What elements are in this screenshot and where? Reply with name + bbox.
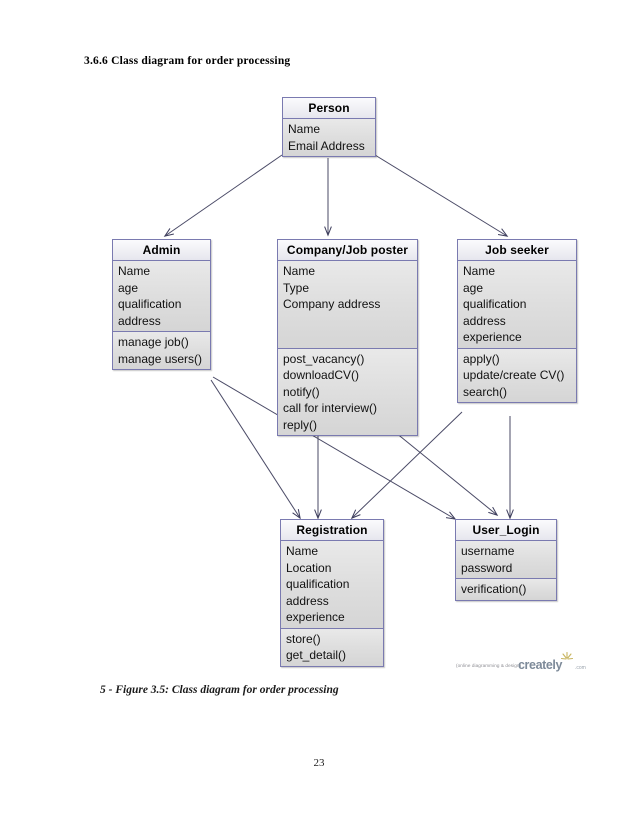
attribute-item: Name	[283, 264, 316, 278]
class-name-user-login: User_Login	[456, 520, 556, 541]
attribute-item: Company address	[283, 297, 381, 311]
attribute-item: qualification	[118, 297, 182, 311]
class-box-user-login[interactable]: User_Login username password verificatio…	[455, 519, 557, 601]
attributes-compartment-job-seeker: Name age qualification address experienc…	[458, 261, 576, 348]
attributes-compartment-registration: Name Location qualification address expe…	[281, 541, 383, 628]
attribute-item: age	[118, 280, 139, 295]
method-item: get_detail()	[286, 648, 347, 662]
method-item: downloadCV()	[283, 368, 360, 382]
attribute-item: qualification	[463, 297, 527, 311]
method-item: reply()	[283, 417, 318, 432]
attribute-item: Location	[286, 560, 332, 575]
compartment-spacer	[283, 313, 417, 330]
method-item: manage users()	[118, 351, 203, 366]
watermark-brand: creately	[518, 658, 563, 672]
attribute-item: Name	[463, 264, 496, 278]
method-item: verification()	[461, 582, 527, 596]
class-name-company-job-poster: Company/Job poster	[278, 240, 417, 261]
class-box-person[interactable]: Person Name Email Address	[282, 97, 376, 157]
attribute-item: experience	[286, 610, 345, 624]
class-box-registration[interactable]: Registration Name Location qualification…	[280, 519, 384, 667]
edge-person-admin	[163, 154, 283, 237]
attribute-item: address	[286, 593, 329, 608]
method-item: call for interview()	[283, 401, 378, 415]
class-name-admin: Admin	[113, 240, 210, 261]
attribute-item: Name	[288, 122, 321, 136]
sparkle-icon	[560, 652, 574, 660]
methods-compartment-admin: manage job() manage users()	[113, 331, 210, 369]
attributes-compartment-person: Name Email Address	[283, 119, 375, 156]
attribute-item: Name	[118, 264, 151, 278]
attribute-item: address	[118, 313, 161, 328]
attribute-item: password	[461, 560, 513, 575]
creately-watermark: (online diagramming & design) creately .…	[456, 652, 591, 682]
class-box-company-job-poster[interactable]: Company/Job poster Name Type Company add…	[277, 239, 418, 436]
section-heading: 3.6.6 Class diagram for order processing	[84, 55, 291, 67]
edge-person-jobseeker	[374, 154, 509, 237]
attribute-item: Type	[283, 280, 310, 295]
attribute-item: Name	[286, 544, 319, 558]
attribute-item: age	[463, 280, 484, 295]
method-item: store()	[286, 631, 321, 646]
attribute-item: username	[461, 544, 515, 558]
compartment-spacer	[283, 329, 417, 346]
attribute-item: Email Address	[288, 138, 365, 153]
attribute-item: address	[463, 313, 506, 328]
methods-compartment-job-seeker: apply() update/create CV() search()	[458, 347, 576, 402]
watermark-tagline: (online diagramming & design)	[456, 663, 522, 668]
class-name-job-seeker: Job seeker	[458, 240, 576, 261]
method-item: post_vacancy()	[283, 351, 365, 366]
class-name-person: Person	[283, 98, 375, 119]
attribute-item: qualification	[286, 577, 350, 591]
page-number: 23	[313, 757, 325, 769]
edge-company-userlogin	[389, 427, 499, 516]
class-box-job-seeker[interactable]: Job seeker Name age qualification addres…	[457, 239, 577, 403]
attributes-compartment-company-job-poster: Name Type Company address	[278, 261, 417, 348]
method-item: apply()	[463, 351, 500, 366]
watermark-tld: .com	[575, 665, 586, 671]
method-item: update/create CV()	[463, 368, 565, 382]
figure-caption: 5 - Figure 3.5: Class diagram for order …	[100, 684, 339, 696]
attributes-compartment-user-login: username password	[456, 541, 556, 578]
class-name-registration: Registration	[281, 520, 383, 541]
methods-compartment-company-job-poster: post_vacancy() downloadCV() notify() cal…	[278, 347, 417, 435]
methods-compartment-user-login: verification()	[456, 578, 556, 600]
methods-compartment-registration: store() get_detail()	[281, 627, 383, 666]
attribute-item: experience	[463, 330, 522, 344]
method-item: search()	[463, 384, 508, 399]
attributes-compartment-admin: Name age qualification address	[113, 261, 210, 331]
method-item: notify()	[283, 384, 320, 399]
method-item: manage job()	[118, 335, 189, 349]
class-box-admin[interactable]: Admin Name age qualification address man…	[112, 239, 211, 370]
